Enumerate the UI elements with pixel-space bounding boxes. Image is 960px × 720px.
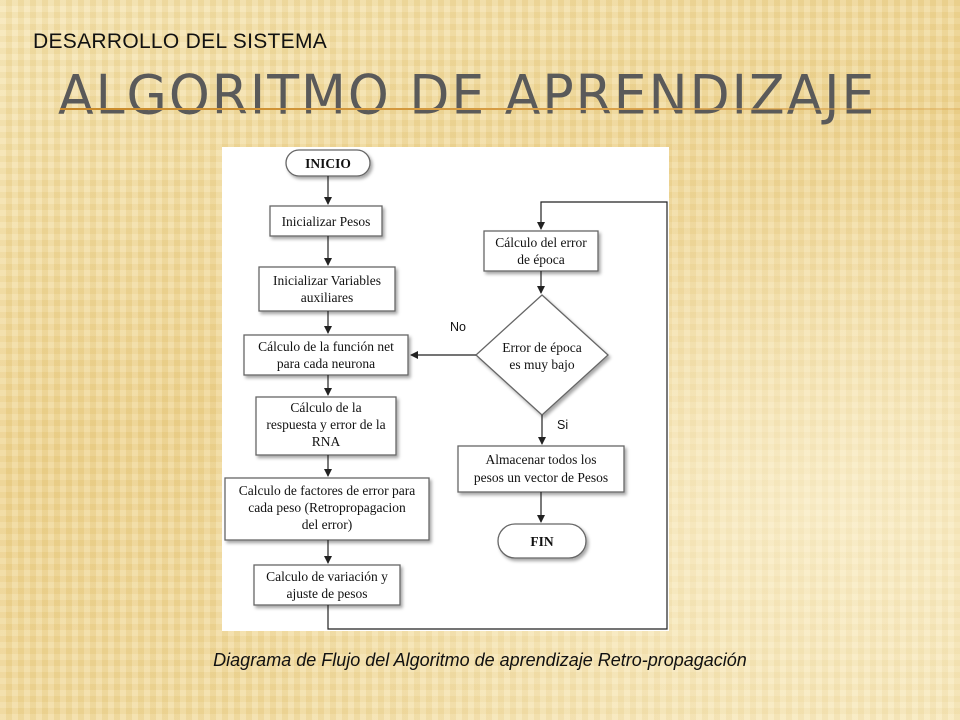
error-factors-line-2: cada peso (Retropropagacion [248,500,406,515]
start-node-label: INICIO [305,156,351,171]
error-factors-line-3: del error) [302,517,353,532]
error-factors-node: Calculo de factores de error para cada p… [224,477,430,541]
init-weights-label: Inicializar Pesos [282,214,371,229]
decision-line-2: es muy bajo [509,357,574,372]
weight-adjust-node: Calculo de variación y ajuste de pesos [253,564,401,606]
flowchart-svg: INICIO Inicializar Pesos Inicializar Var… [224,149,668,630]
store-weights-line-1: Almacenar todos los [486,452,597,467]
response-error-line-3: RNA [312,434,341,449]
slide-title: ALGORITMO DE APRENDIZAJE [58,64,877,127]
store-weights-node: Almacenar todos los pesos un vector de P… [457,445,625,493]
weight-adjust-line-2: ajuste de pesos [287,586,368,601]
init-weights-node: Inicializar Pesos [269,205,383,237]
init-variables-node: Inicializar Variables auxiliares [258,266,396,312]
response-error-node: Cálculo de la respuesta y error de la RN… [255,396,397,456]
response-error-line-1: Cálculo de la [290,400,361,415]
net-function-line-1: Cálculo de la función net [258,339,394,354]
net-function-line-2: para cada neurona [277,356,375,371]
flowchart-diagram: INICIO Inicializar Pesos Inicializar Var… [222,147,669,631]
end-node-label: FIN [530,534,554,549]
decision-line-1: Error de época [502,340,581,355]
diagram-caption: Diagrama de Flujo del Algoritmo de apren… [213,650,747,670]
error-factors-line-1: Calculo de factores de error para [239,483,416,498]
epoch-error-node: Cálculo del error de época [483,230,599,272]
decision-node: Error de época es muy bajo [475,294,609,416]
no-label: No [450,320,466,334]
epoch-error-line-2: de época [517,252,565,267]
si-label: Si [557,418,568,432]
weight-adjust-line-1: Calculo de variación y [266,569,388,584]
loop-connector [327,201,668,630]
init-variables-line-1: Inicializar Variables [273,273,381,288]
store-weights-line-2: pesos un vector de Pesos [474,470,608,485]
start-node: INICIO [285,149,371,177]
title-underline [60,108,960,110]
response-error-line-2: respuesta y error de la [266,417,385,432]
net-function-node: Cálculo de la función net para cada neur… [243,334,409,376]
init-variables-line-2: auxiliares [301,290,353,305]
section-subtitle: DESARROLLO DEL SISTEMA [33,30,328,53]
epoch-error-line-1: Cálculo del error [495,235,587,250]
end-node: FIN [497,523,587,559]
